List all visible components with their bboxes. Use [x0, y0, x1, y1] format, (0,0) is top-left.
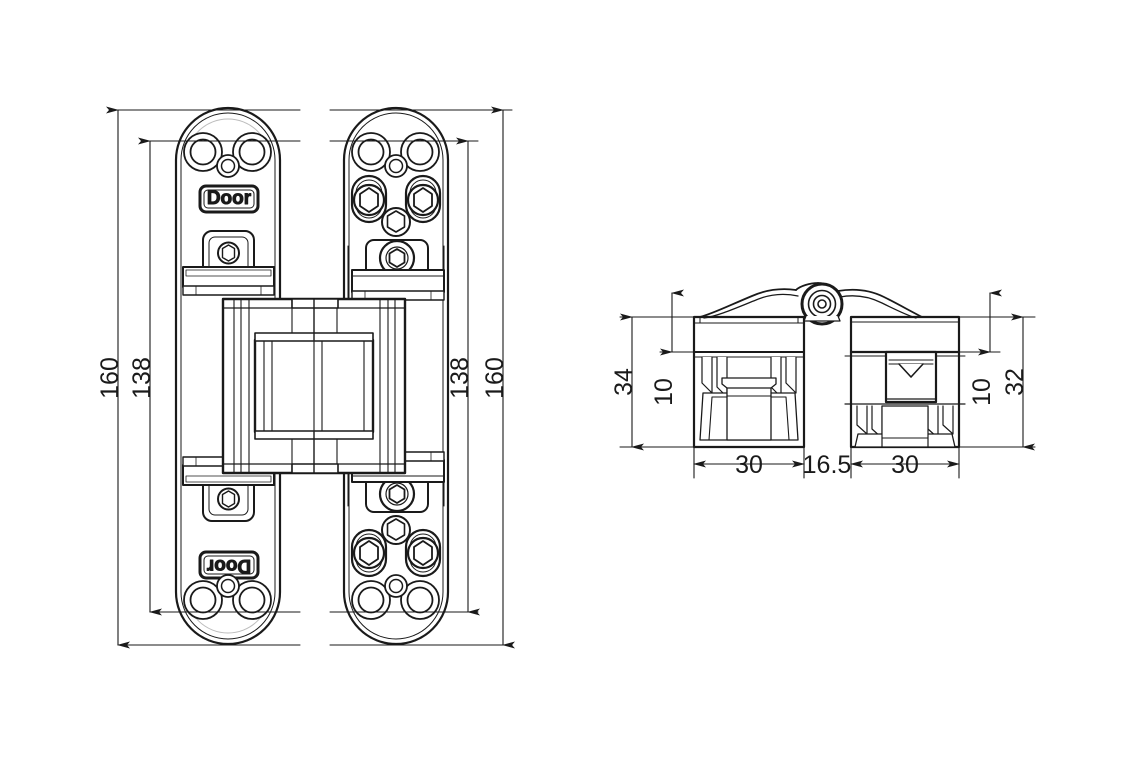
top-view-dimensions: 30 16.5 30 34 10 10 32: [610, 289, 1036, 479]
dim-label-10-left: 10: [650, 378, 678, 406]
door-badge-bottom-label: Door: [206, 555, 251, 576]
frame-leaf-bottom-adjust-screws: [350, 515, 442, 578]
front-view-link-mechanism: [221, 297, 407, 475]
dim-label-138-left: 138: [128, 357, 156, 399]
dim-label-10-right: 10: [968, 378, 996, 406]
door-leaf-bottom-fixing-holes: [183, 574, 272, 620]
top-view: 30 16.5 30 34 10 10 32: [610, 282, 1036, 479]
frame-leaf-bottom-fixing-holes: [351, 574, 440, 620]
frame-leaf-top-fixing-holes: [351, 132, 440, 178]
top-view-pivot-knuckle: [699, 282, 923, 326]
dim-label-30-right: 30: [891, 451, 919, 479]
door-leaf-top-fixing-holes: [183, 132, 272, 178]
dim-label-34: 34: [610, 368, 638, 396]
front-view-door-leaf: Door D: [174, 106, 282, 646]
top-view-right-body: [844, 315, 966, 449]
frame-leaf-inner-outline: [348, 112, 444, 640]
door-badge-top: Door: [198, 184, 260, 214]
frame-leaf-top-adjust-screws: [350, 174, 442, 237]
dim-label-138-right: 138: [446, 357, 474, 399]
door-leaf-inner-outline: [180, 112, 276, 640]
door-badge-top-label: Door: [207, 188, 252, 209]
door-leaf-top-adjuster: [182, 230, 275, 296]
door-badge-bottom: Door: [198, 550, 260, 580]
dim-label-30-left: 30: [735, 451, 763, 479]
dim-label-160-right: 160: [481, 357, 509, 399]
top-view-left-body: [692, 315, 806, 449]
dim-label-32: 32: [1001, 368, 1029, 396]
front-view-dimensions: 160 138 138 160: [96, 106, 515, 649]
dim-label-16-5: 16.5: [803, 451, 852, 479]
frame-leaf-top-plate: [347, 239, 445, 301]
dim-label-160-left: 160: [96, 357, 124, 399]
